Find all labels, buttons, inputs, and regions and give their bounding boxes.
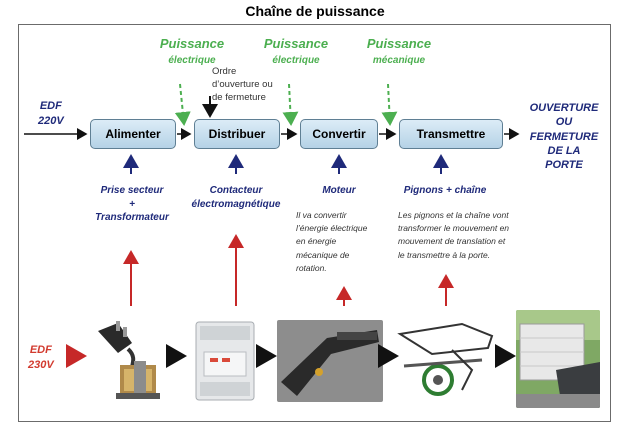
component-line: Contacteur bbox=[209, 185, 263, 196]
block-convertir: Convertir bbox=[300, 119, 378, 149]
power-heading: Puissance bbox=[263, 36, 329, 51]
component-line: Moteur bbox=[322, 185, 356, 196]
order-text: Ordre d’ouverture ou de fermeture bbox=[212, 66, 290, 104]
power-label-mechanical: Puissance mécanique bbox=[357, 36, 441, 66]
component-arrows bbox=[123, 154, 449, 174]
description-line: rotation. bbox=[296, 262, 327, 273]
component-line: + bbox=[129, 198, 135, 210]
edf-voltage: 230V bbox=[28, 358, 54, 371]
output-line: PORTE bbox=[545, 159, 583, 172]
edf-line: EDF bbox=[29, 344, 52, 356]
edf-input-label: EDF 220V bbox=[38, 99, 64, 129]
description-line: mouvement de translation et bbox=[398, 236, 506, 247]
description-line: Il va convertir bbox=[296, 210, 347, 220]
component-line: Pignons + chaîne bbox=[403, 185, 487, 196]
output-line: OUVERTURE bbox=[529, 102, 599, 114]
motor-photo bbox=[277, 320, 383, 402]
power-heading: Puissance bbox=[366, 36, 432, 51]
description-line: l’énergie électrique bbox=[296, 223, 368, 234]
block-transmettre: Transmettre bbox=[399, 119, 503, 149]
power-heading: Puissance bbox=[159, 36, 225, 51]
description-transmission: Les pignons et la chaîne vont transforme… bbox=[398, 209, 548, 262]
power-sub: mécanique bbox=[372, 54, 426, 66]
order-line: de fermeture bbox=[212, 91, 266, 103]
order-line: d’ouverture ou bbox=[212, 78, 273, 90]
block-distribuer: Distribuer bbox=[194, 119, 280, 149]
order-line: Ordre bbox=[212, 66, 237, 77]
component-convertir: Moteur bbox=[300, 184, 378, 198]
garage-door-photo bbox=[516, 310, 600, 408]
plug-transformer-photo bbox=[88, 313, 170, 405]
power-label-electrical-1: Puissance électrique bbox=[150, 36, 234, 66]
output-line: FERMETURE bbox=[529, 130, 599, 143]
power-sub: électrique bbox=[272, 54, 320, 66]
photo-arrows bbox=[123, 234, 454, 306]
gear-chain-photo bbox=[392, 314, 500, 406]
component-line: électromagnétique bbox=[191, 198, 281, 210]
component-transmettre: Pignons + chaîne bbox=[395, 184, 495, 198]
contactor-photo bbox=[190, 316, 260, 404]
power-label-electrical-2: Puissance électrique bbox=[254, 36, 338, 66]
description-moteur: Il va convertir l’énergie électrique en … bbox=[296, 209, 396, 275]
edf-line: EDF bbox=[39, 100, 62, 112]
component-line: Prise secteur bbox=[100, 185, 164, 196]
component-line: Transformateur bbox=[95, 212, 169, 223]
edf-bottom-label: EDF 230V bbox=[28, 343, 54, 373]
edf-voltage: 220V bbox=[38, 114, 64, 127]
page-title: Chaîne de puissance bbox=[245, 3, 385, 19]
block-alimenter: Alimenter bbox=[90, 119, 176, 149]
description-line: mécanique de bbox=[296, 249, 350, 260]
component-distribuer: Contacteur électromagnétique bbox=[176, 184, 296, 211]
description-line: le transmettre à la porte. bbox=[398, 249, 491, 260]
description-line: transformer le mouvement en bbox=[398, 223, 510, 234]
power-sub: électrique bbox=[168, 54, 216, 66]
power-arrows bbox=[174, 83, 398, 126]
description-line: Les pignons et la chaîne vont bbox=[398, 210, 509, 220]
description-line: en énergie bbox=[296, 236, 337, 247]
output-line: DE LA bbox=[547, 144, 581, 157]
diagram-frame bbox=[18, 24, 611, 422]
component-alimenter: Prise secteur + Transformateur bbox=[84, 184, 180, 225]
output-line: OU bbox=[555, 116, 573, 129]
output-label: OUVERTURE OU FERMETURE DE LA PORTE bbox=[518, 101, 610, 172]
